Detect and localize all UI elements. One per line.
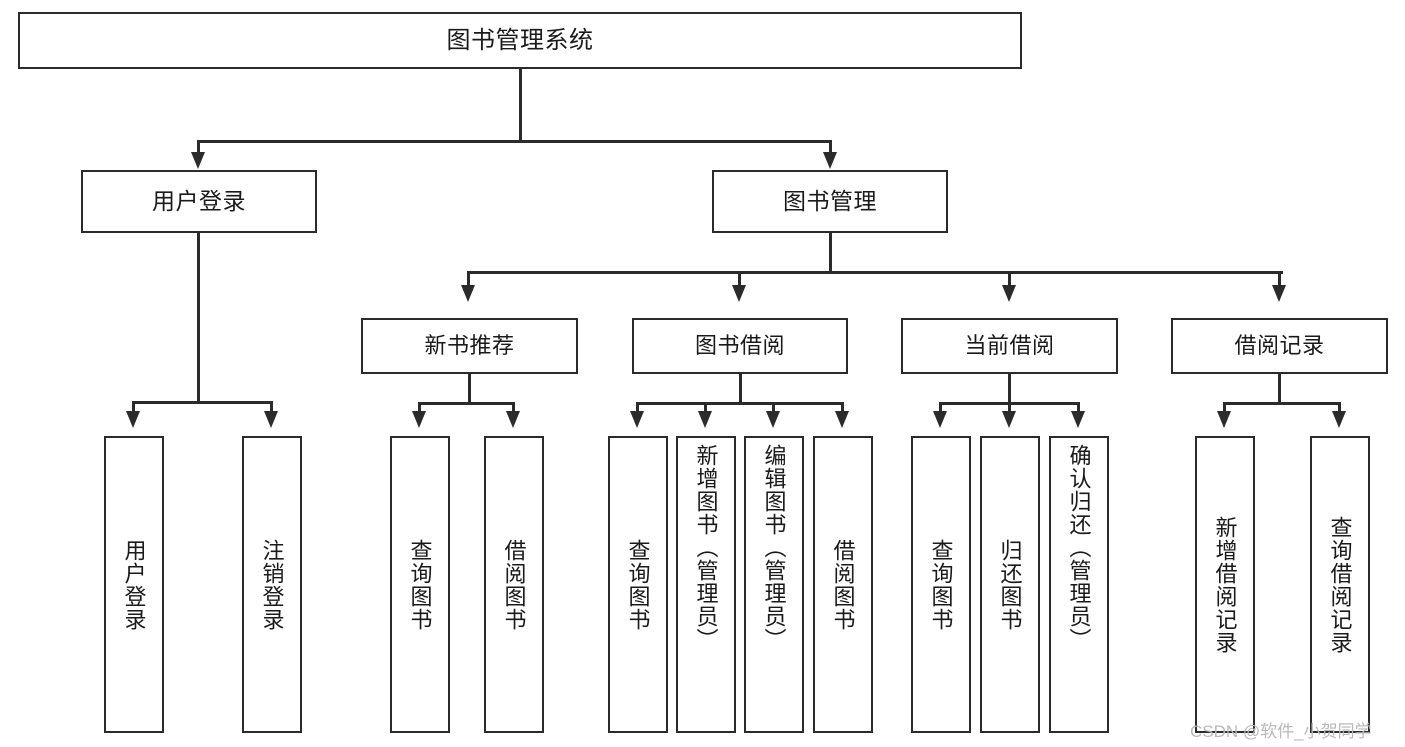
leaf-cb-query-book[interactable]: 查询图书	[911, 436, 971, 733]
connector-new-book-recommend-bus	[419, 402, 514, 405]
connector-new-book-recommend-stem	[468, 374, 471, 404]
leaf-label: 借阅图书	[501, 538, 527, 631]
leaf-label: 查询图书	[407, 538, 433, 631]
connector-book-management-stem	[829, 233, 832, 273]
arrow-to-current-borrow	[1002, 285, 1016, 302]
leaf-bb-query-book[interactable]: 查询图书	[608, 436, 668, 733]
node-book-management[interactable]: 图书管理	[712, 170, 948, 233]
arrow-to-cb-confirm-return	[1071, 411, 1085, 428]
arrow-to-user-login	[191, 152, 205, 169]
connector-drop-nbr-query-book	[418, 402, 421, 413]
arrow-to-borrow-record	[1272, 285, 1286, 302]
arrow-to-bb-query-book	[630, 411, 644, 428]
leaf-bb-edit-book[interactable]: 编辑图书（管理员）	[744, 436, 804, 733]
leaf-label: 新增图书（管理员）	[693, 444, 719, 651]
arrow-to-cb-return-book	[1002, 411, 1016, 428]
node-label: 图书管理系统	[446, 26, 594, 54]
connector-drop-cb-return-book	[1008, 402, 1011, 413]
node-user-login[interactable]: 用户登录	[81, 170, 317, 233]
connector-root-stem	[519, 69, 522, 142]
connector-drop-bb-query-book	[636, 402, 639, 413]
arrow-to-bb-edit-book	[766, 411, 780, 428]
connector-book-management-bus	[468, 271, 1283, 274]
node-borrow-record[interactable]: 借阅记录	[1171, 318, 1388, 374]
arrow-to-bb-add-book	[698, 411, 712, 428]
node-label: 图书借阅	[694, 333, 785, 359]
connector-drop-br-add-record	[1223, 402, 1226, 413]
connector-root-bus	[198, 140, 832, 143]
connector-drop-leaf-user-login	[132, 401, 135, 413]
connector-drop-bb-borrow-book	[841, 402, 844, 413]
node-root-book-management-system[interactable]: 图书管理系统	[18, 12, 1022, 69]
connector-drop-new-book-recommend	[467, 271, 470, 287]
leaf-label: 确认归还（管理员）	[1066, 444, 1092, 651]
leaf-label: 用户登录	[121, 538, 147, 631]
connector-book-borrow-bus	[637, 402, 843, 405]
connector-drop-br-query-record	[1338, 402, 1341, 413]
connector-drop-user-login	[197, 140, 200, 154]
connector-drop-cb-query-book	[939, 402, 942, 413]
connector-drop-book-borrow	[738, 271, 741, 287]
leaf-nbr-query-book[interactable]: 查询图书	[390, 436, 450, 733]
connector-borrow-record-stem	[1278, 374, 1281, 404]
leaf-label: 归还图书	[997, 538, 1023, 631]
csdn-watermark: CSDN @软件_小贺同学	[1190, 722, 1372, 741]
node-label: 当前借阅	[964, 333, 1055, 359]
connector-current-borrow-stem	[1008, 374, 1011, 404]
leaf-label: 新增借阅记录	[1212, 515, 1238, 654]
connector-drop-bb-add-book	[704, 402, 707, 413]
leaf-label: 编辑图书（管理员）	[761, 444, 787, 651]
node-new-book-recommend[interactable]: 新书推荐	[361, 318, 578, 374]
node-label: 借阅记录	[1234, 333, 1325, 359]
arrow-to-nbr-query-book	[412, 411, 426, 428]
leaf-br-add-record[interactable]: 新增借阅记录	[1195, 436, 1255, 733]
connector-user-login-bus	[133, 401, 272, 404]
leaf-logout[interactable]: 注销登录	[242, 436, 302, 733]
arrow-to-book-borrow	[732, 285, 746, 302]
arrow-to-leaf-user-login	[126, 411, 140, 428]
node-label: 新书推荐	[424, 333, 515, 359]
arrow-to-nbr-borrow-book	[506, 411, 520, 428]
leaf-bb-borrow-book[interactable]: 借阅图书	[813, 436, 873, 733]
leaf-cb-confirm-return[interactable]: 确认归还（管理员）	[1049, 436, 1109, 733]
connector-borrow-record-bus	[1224, 402, 1340, 405]
arrow-to-bb-borrow-book	[835, 411, 849, 428]
leaf-user-login[interactable]: 用户登录	[104, 436, 164, 733]
leaf-label: 借阅图书	[830, 538, 856, 631]
arrow-to-br-query-record	[1332, 411, 1346, 428]
leaf-br-query-record[interactable]: 查询借阅记录	[1310, 436, 1370, 733]
arrow-to-book-management	[823, 152, 837, 169]
node-label: 图书管理	[783, 188, 877, 215]
arrow-to-leaf-logout	[264, 411, 278, 428]
connector-drop-current-borrow	[1008, 271, 1011, 287]
connector-drop-leaf-logout	[270, 401, 273, 413]
connector-drop-nbr-borrow-book	[512, 402, 515, 413]
connector-drop-borrow-record	[1278, 271, 1281, 287]
arrow-to-cb-query-book	[933, 411, 947, 428]
connector-book-borrow-stem	[739, 374, 742, 404]
connector-drop-bb-edit-book	[772, 402, 775, 413]
leaf-label: 查询借阅记录	[1327, 515, 1353, 654]
leaf-label: 查询图书	[928, 538, 954, 631]
connector-drop-book-management	[829, 140, 832, 154]
leaf-cb-return-book[interactable]: 归还图书	[980, 436, 1040, 733]
arrow-to-br-add-record	[1217, 411, 1231, 428]
leaf-bb-add-book[interactable]: 新增图书（管理员）	[676, 436, 736, 733]
leaf-label: 查询图书	[625, 538, 651, 631]
connector-user-login-stem	[197, 233, 200, 403]
node-book-borrow[interactable]: 图书借阅	[632, 318, 848, 374]
arrow-to-new-book-recommend	[461, 285, 475, 302]
node-current-borrow[interactable]: 当前借阅	[901, 318, 1118, 374]
leaf-nbr-borrow-book[interactable]: 借阅图书	[484, 436, 544, 733]
leaf-label: 注销登录	[259, 538, 285, 631]
node-label: 用户登录	[152, 188, 246, 215]
connector-drop-cb-confirm-return	[1077, 402, 1080, 413]
